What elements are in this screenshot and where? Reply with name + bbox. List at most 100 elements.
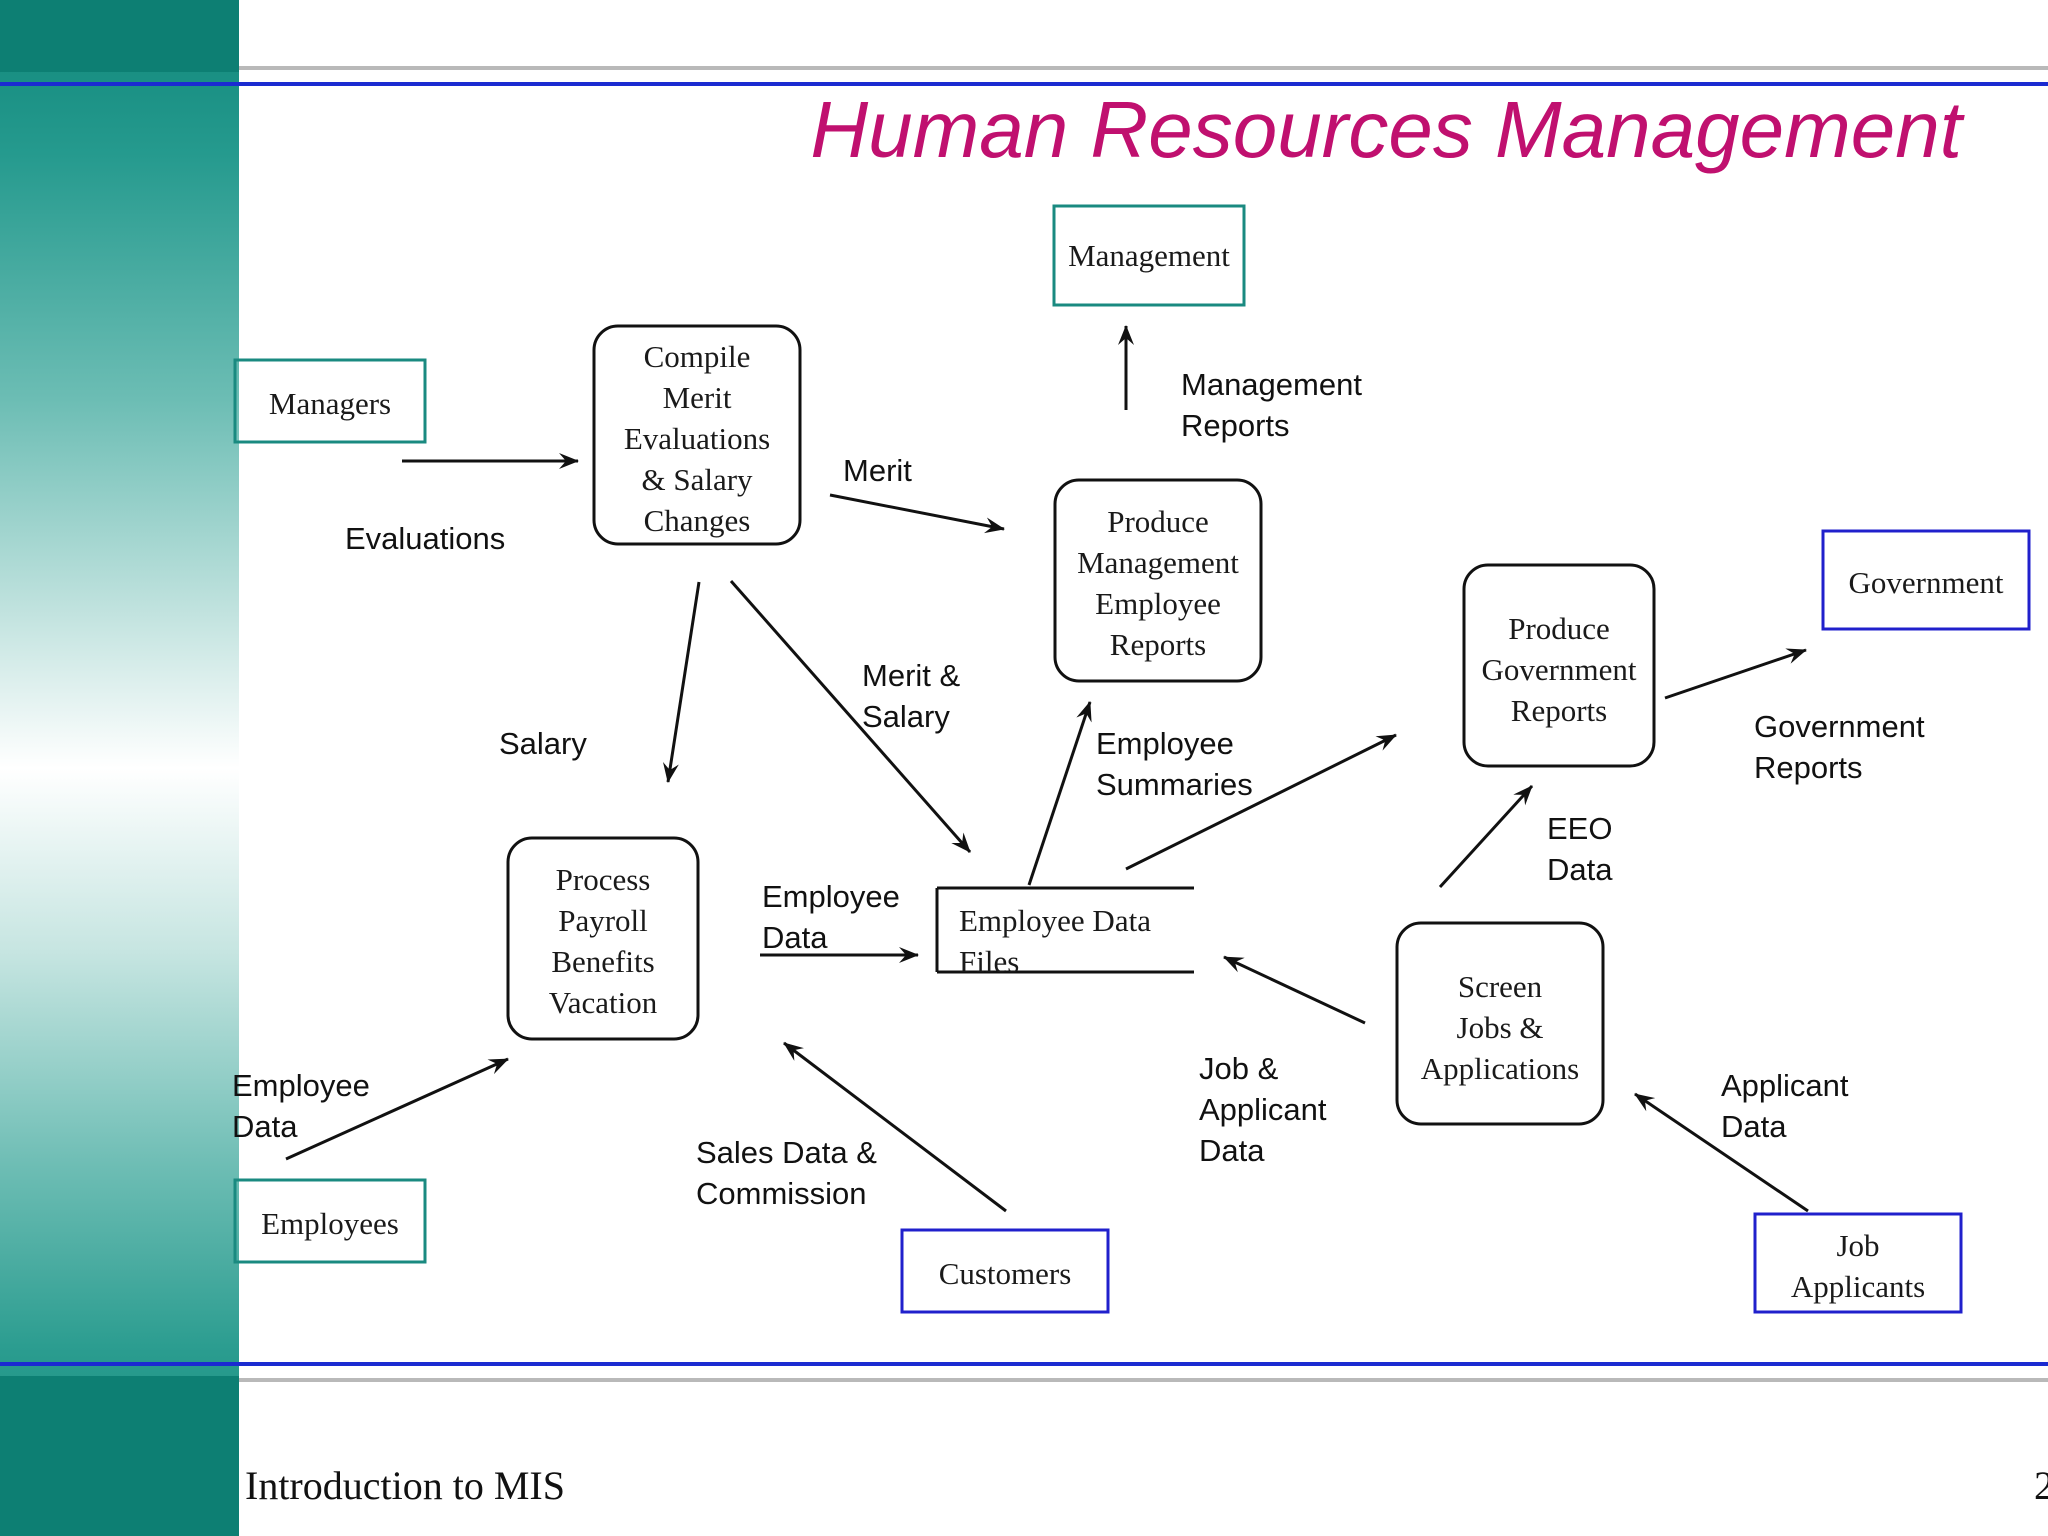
flow-label-evaluations: Evaluations bbox=[345, 521, 505, 556]
process-screen-jobs-line3: Applications bbox=[1421, 1051, 1579, 1086]
flow-label-merit-salary-line2: Salary bbox=[862, 699, 950, 734]
flow-label-merit-line1: Merit bbox=[843, 453, 912, 488]
flow-label-employee-data-in-line1: Employee bbox=[232, 1068, 370, 1103]
entity-government-label: Government bbox=[1849, 565, 2004, 600]
sidebar-top-block bbox=[0, 0, 239, 72]
arrow-eeo-data bbox=[1438, 784, 1534, 889]
process-screen-jobs-line2: Jobs & bbox=[1457, 1010, 1544, 1045]
process-produce-government-reports-line3: Reports bbox=[1511, 693, 1607, 728]
bottom-blue-rule bbox=[0, 1362, 2048, 1366]
entity-job-applicants: Job Applicants bbox=[1753, 1212, 1963, 1314]
data-store-label-line1: Employee Data bbox=[959, 903, 1151, 938]
process-produce-management-reports-line4: Reports bbox=[1110, 627, 1206, 662]
process-produce-government-reports-line2: Government bbox=[1482, 652, 1637, 687]
flow-label-employee-summaries: Employee Summaries bbox=[1096, 726, 1253, 802]
process-compile-merit-line5: Changes bbox=[644, 503, 751, 538]
data-store-label-line2: Files bbox=[959, 944, 1019, 979]
flow-label-job-applicant-data-line2: Applicant bbox=[1199, 1092, 1327, 1127]
flow-label-employee-data-store-line2: Data bbox=[762, 920, 828, 955]
flow-label-government-reports-line1: Government bbox=[1754, 709, 1925, 744]
flow-label-job-applicant-data: Job & Applicant Data bbox=[1199, 1051, 1327, 1168]
process-produce-government-reports-line1: Produce bbox=[1508, 611, 1610, 646]
entity-job-applicants-label-line1: Job bbox=[1836, 1228, 1879, 1263]
process-compile-merit-line3: Evaluations bbox=[624, 421, 770, 456]
arrow-sales-data bbox=[783, 1041, 1007, 1213]
process-process-payroll-line4: Vacation bbox=[549, 985, 658, 1020]
flow-label-salary: Salary bbox=[499, 726, 587, 761]
flow-label-employee-data-store-line1: Employee bbox=[762, 879, 900, 914]
process-screen-jobs-line1: Screen bbox=[1458, 969, 1543, 1004]
entity-management-label: Management bbox=[1068, 238, 1230, 273]
sidebar-gradient bbox=[0, 0, 239, 1536]
entity-customers: Customers bbox=[900, 1228, 1110, 1314]
entity-management: Management bbox=[1052, 204, 1246, 307]
arrow-employee-summaries-to-management bbox=[1027, 701, 1092, 886]
slide-title: Human Resources Management bbox=[810, 85, 1962, 174]
sidebar-bottom-block bbox=[0, 1376, 239, 1536]
process-process-payroll-line2: Payroll bbox=[558, 903, 648, 938]
process-produce-management-reports-line3: Employee bbox=[1095, 586, 1221, 621]
bottom-gray-rule bbox=[239, 1378, 2048, 1382]
process-compile-merit: Compile Merit Evaluations & Salary Chang… bbox=[592, 324, 802, 546]
arrow-salary bbox=[663, 581, 701, 783]
flow-label-employee-data-store: Employee Data bbox=[762, 879, 900, 955]
top-blue-rule bbox=[0, 82, 2048, 86]
top-gray-rule bbox=[239, 66, 2048, 70]
process-produce-government-reports: Produce Government Reports bbox=[1462, 563, 1656, 768]
process-process-payroll: Process Payroll Benefits Vacation bbox=[506, 836, 700, 1041]
flow-label-eeo-data-line2: Data bbox=[1547, 852, 1613, 887]
flow-label-management-reports-line2: Reports bbox=[1181, 408, 1290, 443]
flow-label-applicant-data-line1: Applicant bbox=[1721, 1068, 1849, 1103]
process-process-payroll-line1: Process bbox=[556, 862, 651, 897]
arrow-applicant-data bbox=[1634, 1092, 1809, 1213]
arrow-government-reports bbox=[1664, 648, 1807, 700]
arrow-employee-data-in bbox=[285, 1057, 509, 1161]
flow-label-salary-line1: Salary bbox=[499, 726, 587, 761]
arrow-merit bbox=[829, 493, 1005, 534]
footer-course-title: Introduction to MIS bbox=[245, 1463, 565, 1508]
flow-label-sales-data-line1: Sales Data & bbox=[696, 1135, 877, 1170]
process-screen-jobs: Screen Jobs & Applications bbox=[1395, 921, 1605, 1126]
slide-page-number: 2 bbox=[2034, 1463, 2048, 1508]
entity-managers-label: Managers bbox=[269, 386, 391, 421]
flow-label-job-applicant-data-line3: Data bbox=[1199, 1133, 1265, 1168]
arrow-employee-summaries-to-government bbox=[1125, 733, 1397, 871]
flow-label-management-reports: Management Reports bbox=[1181, 367, 1362, 443]
flow-label-merit-salary: Merit & Salary bbox=[862, 658, 961, 734]
entity-government: Government bbox=[1821, 529, 2031, 631]
entity-employees: Employees bbox=[233, 1178, 427, 1264]
flow-label-merit: Merit bbox=[843, 453, 912, 488]
process-process-payroll-line3: Benefits bbox=[551, 944, 654, 979]
flow-label-applicant-data: Applicant Data bbox=[1721, 1068, 1849, 1144]
entity-job-applicants-label-line2: Applicants bbox=[1791, 1269, 1925, 1304]
flow-label-management-reports-line1: Management bbox=[1181, 367, 1362, 402]
data-store-employee-data-files: Employee Data Files bbox=[935, 886, 1194, 979]
flow-label-employee-data-in-line2: Data bbox=[232, 1109, 298, 1144]
arrow-merit-salary bbox=[729, 580, 972, 853]
entity-managers: Managers bbox=[233, 358, 427, 444]
flow-label-merit-salary-line1: Merit & bbox=[862, 658, 961, 693]
flow-label-eeo-data: EEO Data bbox=[1547, 811, 1613, 887]
process-compile-merit-line2: Merit bbox=[663, 380, 732, 415]
process-produce-management-reports: Produce Management Employee Reports bbox=[1053, 478, 1263, 683]
flow-label-government-reports-line2: Reports bbox=[1754, 750, 1863, 785]
flow-label-job-applicant-data-line1: Job & bbox=[1199, 1051, 1279, 1086]
flow-label-government-reports: Government Reports bbox=[1754, 709, 1925, 785]
entity-employees-label: Employees bbox=[261, 1206, 399, 1241]
arrow-job-applicant-data bbox=[1223, 955, 1366, 1025]
process-compile-merit-line4: & Salary bbox=[641, 462, 753, 497]
flow-label-employee-data-in: Employee Data bbox=[232, 1068, 370, 1144]
flow-label-employee-summaries-line2: Summaries bbox=[1096, 767, 1253, 802]
process-produce-management-reports-line1: Produce bbox=[1107, 504, 1209, 539]
entity-customers-label: Customers bbox=[939, 1256, 1072, 1291]
process-produce-management-reports-line2: Management bbox=[1077, 545, 1239, 580]
flow-label-sales-data-line2: Commission bbox=[696, 1176, 867, 1211]
flow-label-evaluations-line1: Evaluations bbox=[345, 521, 505, 556]
flow-label-employee-summaries-line1: Employee bbox=[1096, 726, 1234, 761]
flow-label-sales-data: Sales Data & Commission bbox=[696, 1135, 877, 1211]
flow-label-eeo-data-line1: EEO bbox=[1547, 811, 1612, 846]
flow-label-applicant-data-line2: Data bbox=[1721, 1109, 1787, 1144]
process-compile-merit-line1: Compile bbox=[644, 339, 751, 374]
